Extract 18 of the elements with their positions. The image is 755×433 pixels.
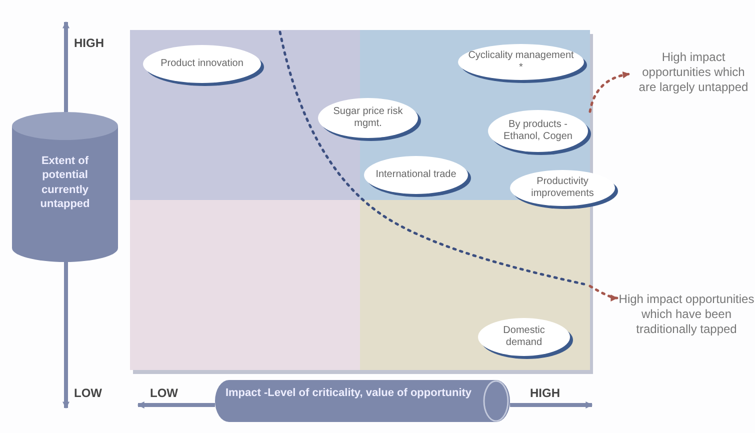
callout-text: High impact opportunities which have been traditionally tapped <box>618 292 755 362</box>
axis-level-label: HIGH <box>74 36 104 50</box>
axis-title: Impact -Level of criticality, value of opportunity <box>224 386 473 400</box>
opportunity-bubble: Domestic demand <box>478 318 570 356</box>
quadrant-panel <box>360 200 590 370</box>
opportunity-bubble: Productivity improvements <box>510 170 615 206</box>
axis-title: Extent of potential currently untapped <box>39 154 91 212</box>
opportunity-bubble: Cyclicality management * <box>458 44 584 80</box>
callout-text: High impact opportunities which are largely untapped <box>632 50 755 120</box>
axis-level-label: LOW <box>150 386 178 400</box>
opportunity-bubble: International trade <box>364 156 468 194</box>
opportunity-bubble: Product innovation <box>143 45 261 83</box>
axis-level-label: LOW <box>74 386 102 400</box>
axis-level-label: HIGH <box>530 386 560 400</box>
dotted-arrow <box>588 72 630 113</box>
dotted-arrow <box>588 284 618 302</box>
opportunity-bubble: By products - Ethanol, Cogen <box>488 110 588 152</box>
quadrant-panel <box>130 200 360 370</box>
